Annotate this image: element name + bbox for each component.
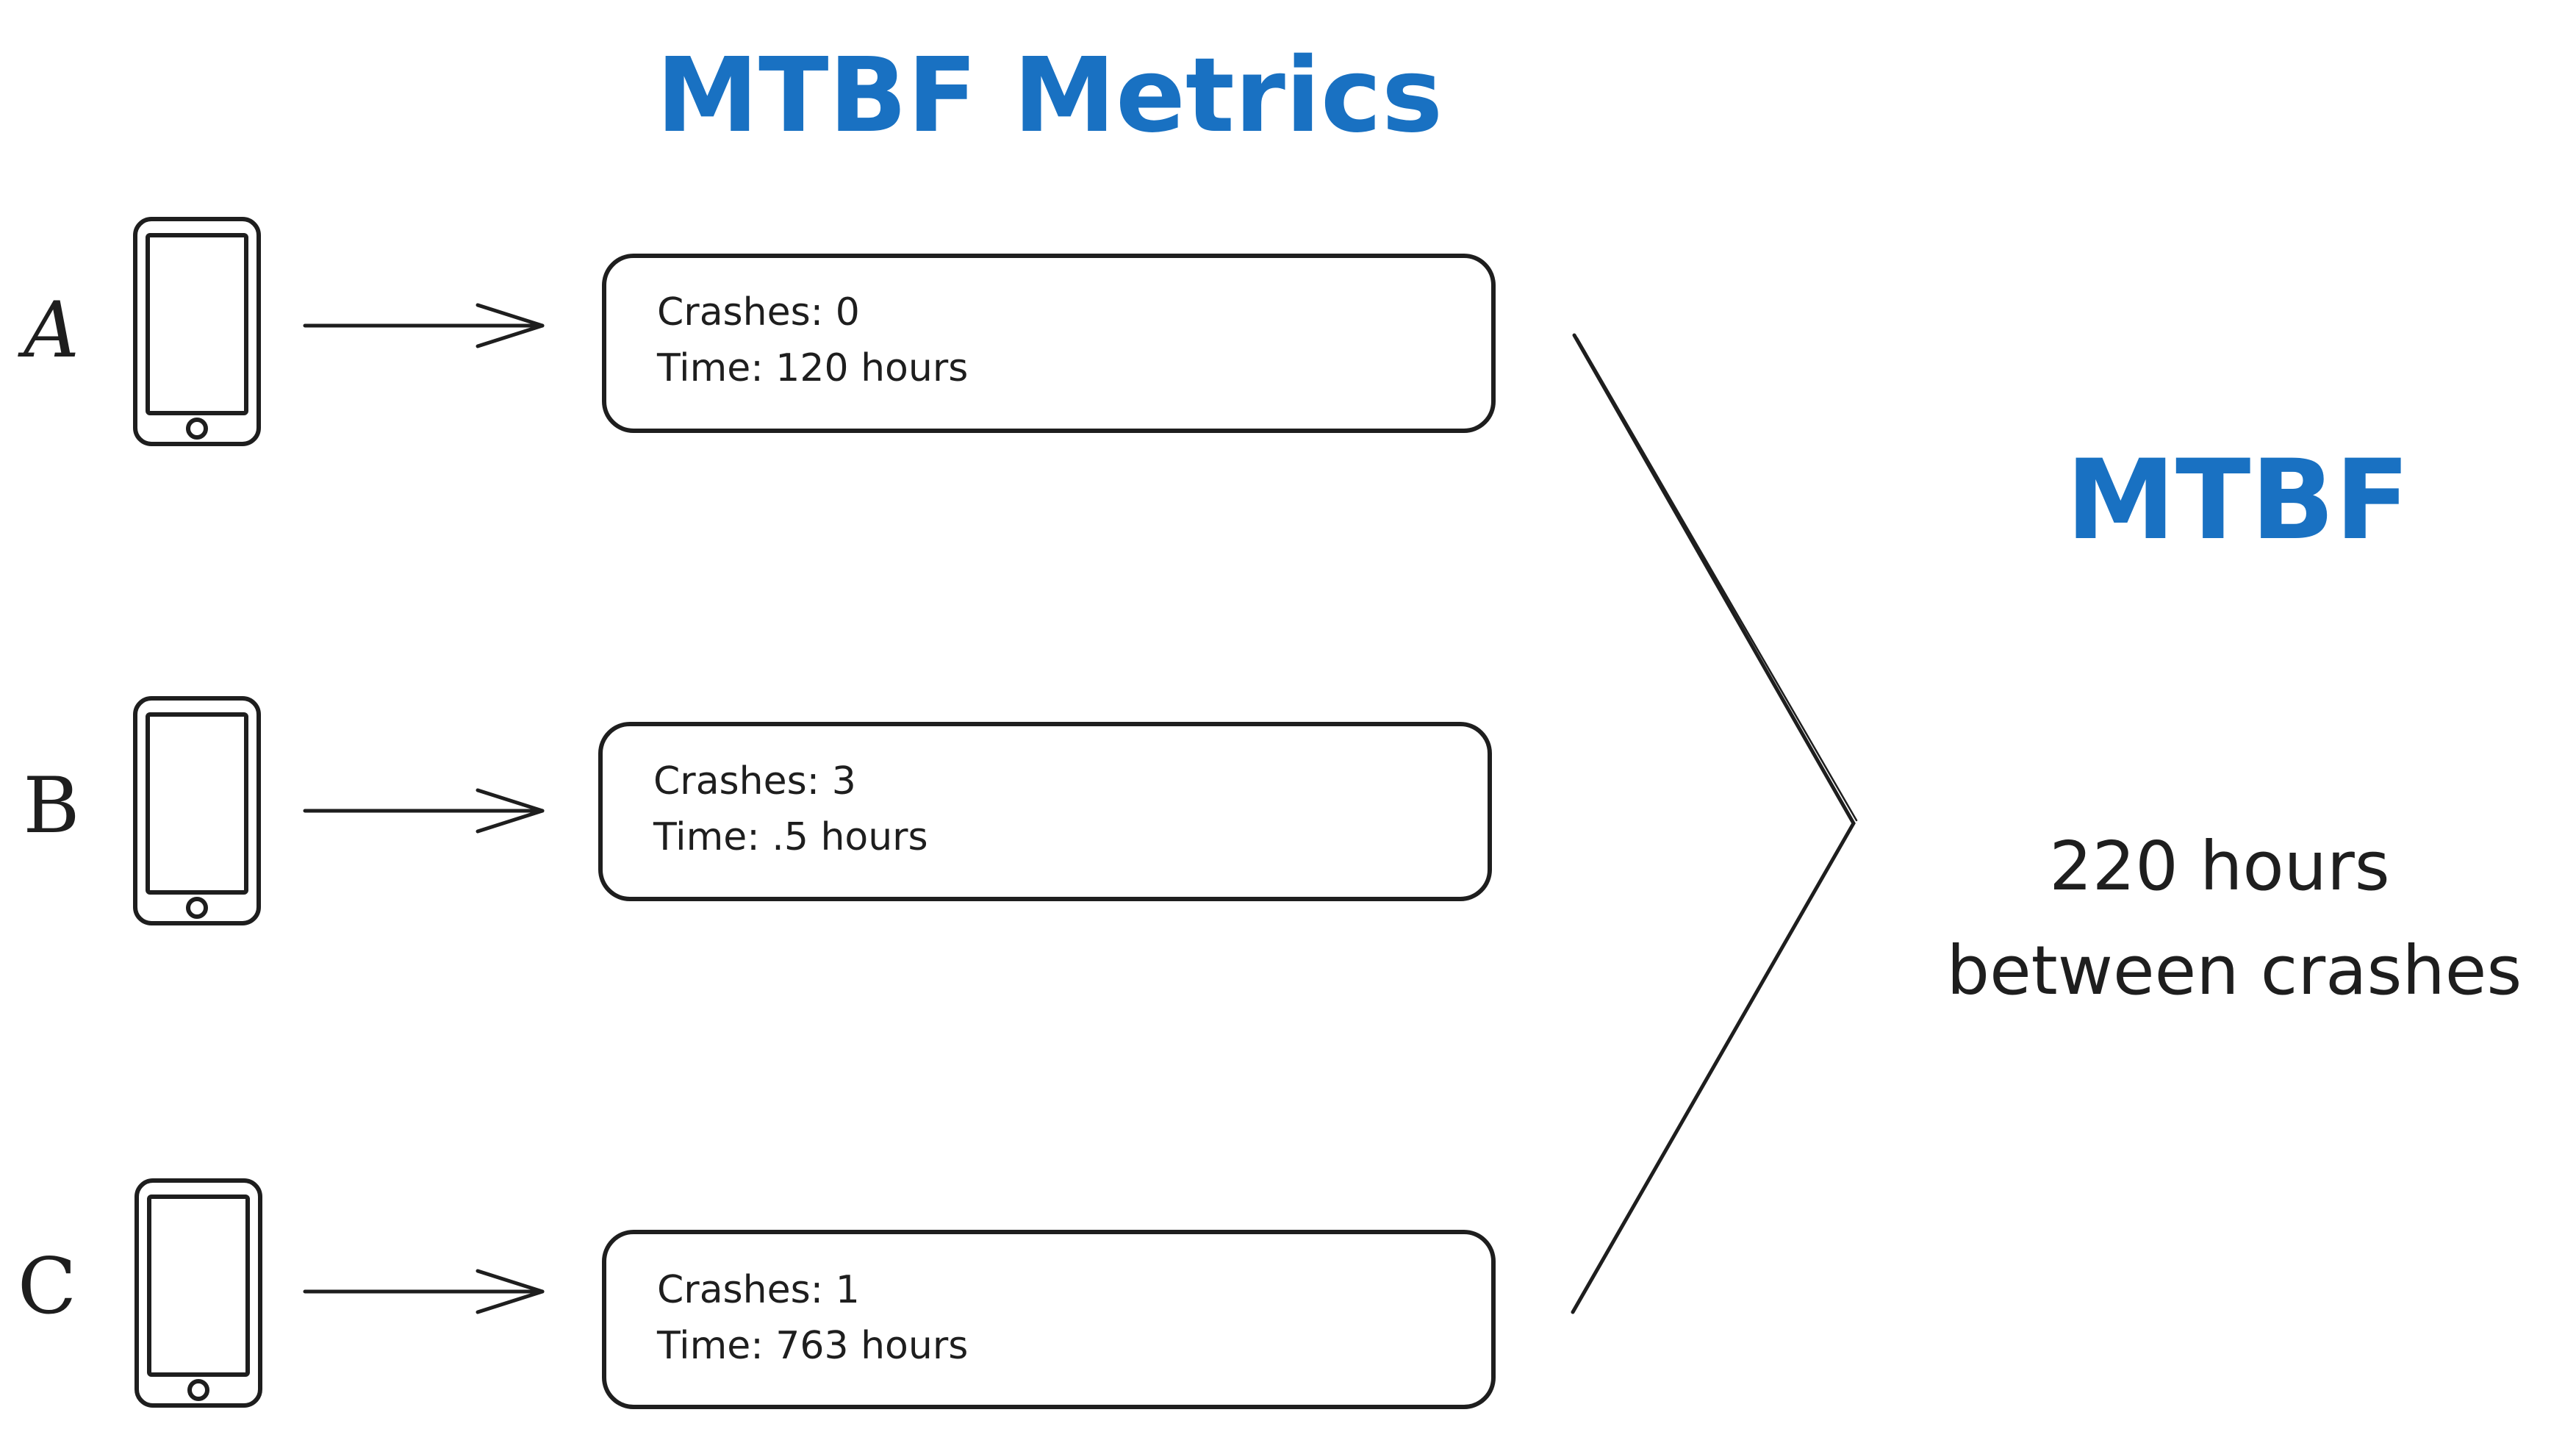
device-row-c: C Crashes: 1 Time: 763 hours	[18, 1178, 1496, 1409]
phone-icon	[133, 217, 261, 446]
mtbf-result: MTBF 220 hours between crashes	[1947, 437, 2522, 1010]
time-hours-a: Time: 120 hours	[656, 346, 968, 390]
device-row-b: B Crashes: 3 Time: .5 hours	[23, 696, 1492, 925]
metrics-box-b: Crashes: 3 Time: .5 hours	[598, 722, 1492, 901]
diagram-title: MTBF Metrics	[656, 36, 1443, 156]
time-hours-b: Time: .5 hours	[653, 815, 928, 859]
crashes-count-b: Crashes: 3	[653, 759, 856, 803]
time-hours-c: Time: 763 hours	[656, 1324, 968, 1368]
crashes-count-a: Crashes: 0	[657, 290, 860, 334]
phone-icon	[133, 696, 261, 925]
device-label-a: A	[18, 285, 79, 375]
converging-bracket	[1571, 333, 1858, 1314]
crashes-count-c: Crashes: 1	[657, 1268, 860, 1312]
device-row-a: A Crashes: 0 Time: 120 hours	[18, 217, 1496, 446]
result-value-line: 220 hours	[2049, 827, 2390, 906]
device-label-c: C	[18, 1242, 76, 1331]
metrics-box-c: Crashes: 1 Time: 763 hours	[602, 1230, 1496, 1409]
arrow-a	[303, 303, 545, 348]
result-description-line: between crashes	[1947, 931, 2522, 1010]
arrow-c	[303, 1269, 545, 1314]
metrics-box-a: Crashes: 0 Time: 120 hours	[602, 254, 1496, 433]
result-heading: MTBF	[2066, 437, 2410, 565]
phone-icon	[134, 1178, 262, 1408]
arrow-b	[303, 788, 545, 834]
device-label-b: B	[23, 761, 79, 850]
